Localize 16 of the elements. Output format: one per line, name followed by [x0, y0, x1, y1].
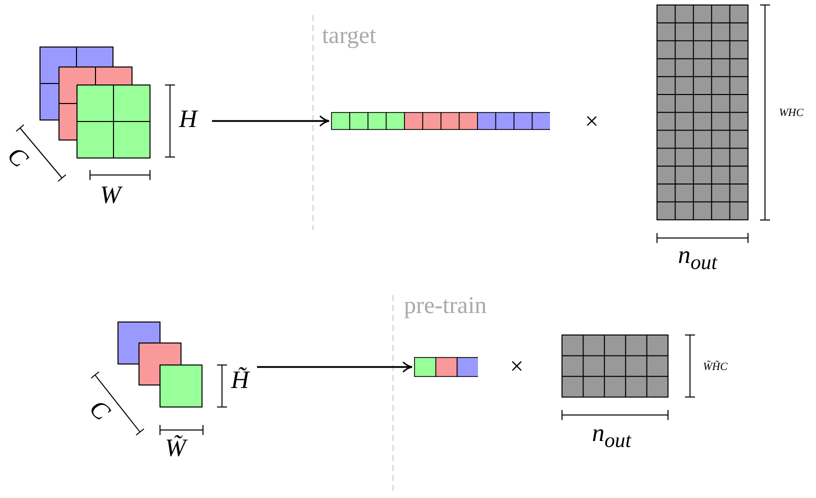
label: pre-train	[404, 294, 487, 318]
dimension-label: W	[100, 183, 121, 208]
dimension-label: C	[84, 396, 114, 426]
vector-drawing	[331, 112, 550, 130]
dimension-label: H	[179, 107, 198, 132]
label: WHC	[779, 108, 804, 119]
label: target	[322, 24, 376, 48]
label: ×	[510, 355, 524, 379]
dimension-label: C	[2, 142, 32, 172]
dimension-label: H̃	[231, 368, 250, 393]
label: ×	[585, 110, 599, 134]
dimension-label: W̃	[165, 436, 186, 461]
label: n$_{out}$	[592, 421, 632, 451]
label: n$_{out}$	[678, 243, 718, 273]
label: W̃H̃C	[703, 362, 728, 373]
vector-drawing	[414, 357, 478, 377]
